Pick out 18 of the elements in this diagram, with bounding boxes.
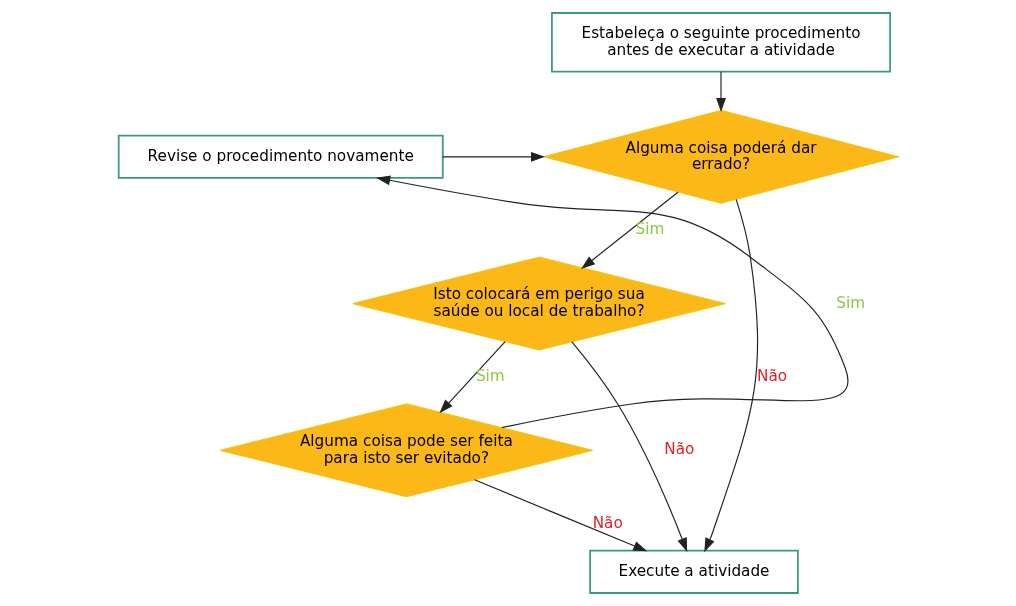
edge-label: Não: [663, 440, 694, 459]
edge-label: Não: [592, 513, 623, 532]
arrow: [703, 198, 758, 553]
arrow: [375, 175, 849, 429]
arrow: [715, 71, 726, 113]
edge-label: Sim: [835, 293, 865, 312]
edge-label: Não: [756, 366, 787, 385]
node-box: Execute a atividade: [588, 549, 799, 594]
arrow: [438, 341, 506, 414]
arrow: [441, 151, 545, 162]
edge-label: Sim: [635, 220, 664, 239]
node-box: Estabeleça o seguinte procedimento antes de executar a atividade: [550, 12, 891, 73]
node-box: Revise o procedimento novamente: [117, 134, 444, 179]
edge-label: Sim: [475, 366, 505, 385]
arrow: [473, 479, 647, 552]
arrow: [580, 191, 678, 270]
arrow: [570, 341, 687, 553]
node-diamond: Alguma coisa pode ser feita para isto ser evitado?: [219, 403, 593, 498]
